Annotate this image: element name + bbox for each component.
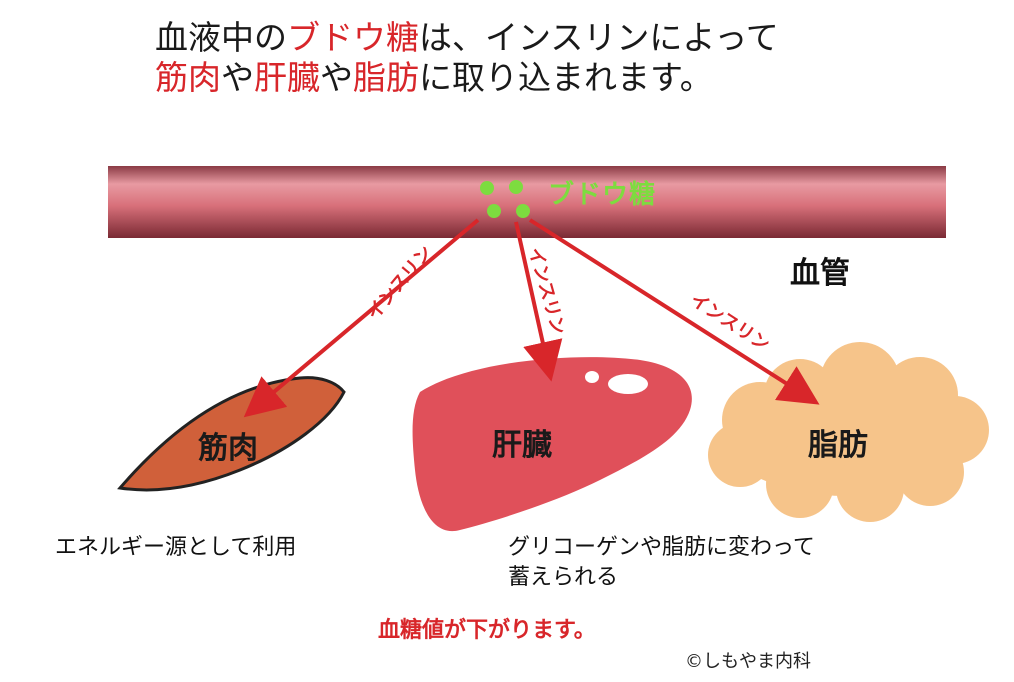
liver-highlight (608, 374, 648, 394)
blood-vessel (108, 166, 946, 238)
liver-highlight-small (585, 371, 599, 383)
fat-label: 脂肪 (808, 428, 868, 463)
title-line-2: 筋肉や肝臓や脂肪に取り込まれます。 (155, 58, 713, 98)
muscle-label: 筋肉 (198, 431, 258, 466)
title-highlight-muscle: 筋肉 (155, 58, 221, 97)
title-text: や (320, 58, 353, 97)
arrow-to-fat (528, 218, 820, 405)
title-line-1: 血液中のブドウ糖は、インスリンによって (155, 18, 779, 58)
liver-shape (412, 357, 692, 532)
liver-label: 肝臓 (492, 428, 552, 463)
liver-description-line-1: グリコーゲンや脂肪に変わって (508, 535, 815, 560)
arrow-to-liver (514, 221, 563, 382)
fat-shape (708, 342, 989, 522)
title-text: や (221, 58, 254, 97)
title-text: は、インスリンによって (419, 18, 779, 57)
arrow-to-muscle (243, 218, 480, 418)
glucose-label: ブドウ糖 (548, 180, 657, 210)
title-highlight-liver: 肝臓 (254, 58, 320, 97)
glucose-dots (480, 180, 530, 218)
title-text: に取り込まれます。 (419, 58, 713, 97)
result-text: 血糖値が下がります。 (378, 618, 596, 643)
credit-text: ©しもやま内科 (685, 651, 811, 672)
title-text: 血液中の (155, 18, 287, 57)
muscle-shape (117, 376, 346, 492)
muscle-description: エネルギー源として利用 (55, 535, 297, 560)
title-highlight-glucose: ブドウ糖 (287, 18, 419, 57)
title-highlight-fat: 脂肪 (353, 58, 419, 97)
liver-description-line-2: 蓄えられる (508, 565, 619, 590)
vessel-label: 血管 (790, 256, 850, 291)
